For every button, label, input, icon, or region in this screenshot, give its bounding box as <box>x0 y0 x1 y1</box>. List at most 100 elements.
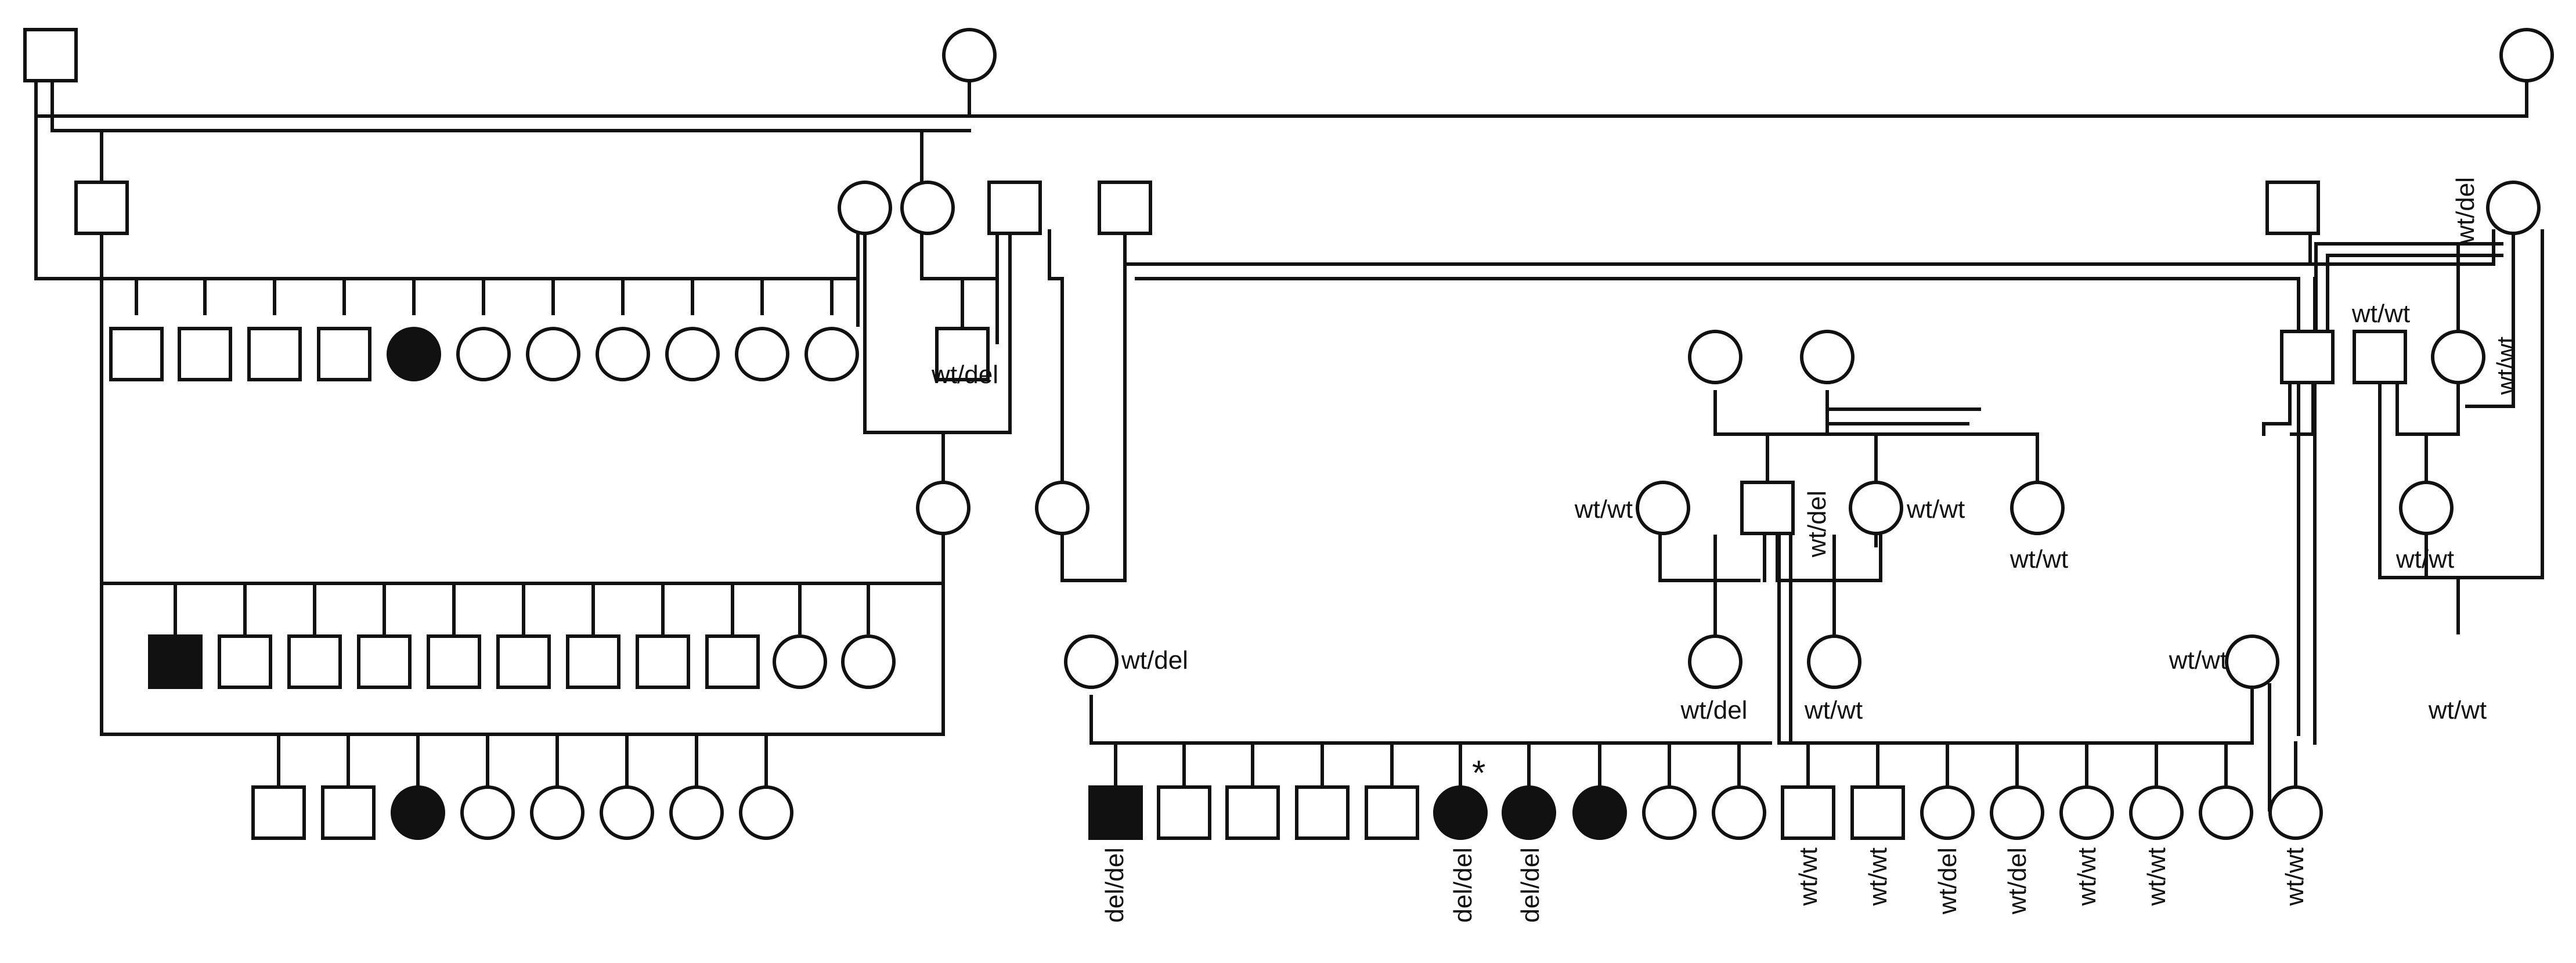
unaffected-male-symbol <box>74 181 129 235</box>
unaffected-male-symbol <box>1365 785 1419 840</box>
affected-female-symbol <box>387 327 441 381</box>
unaffected-female-symbol <box>1990 785 2044 840</box>
genotype-label: wt/wt <box>1794 847 1823 906</box>
unaffected-male-symbol <box>178 327 232 381</box>
genotype-label: wt/wt <box>2142 847 2171 906</box>
unaffected-female-symbol <box>600 785 654 840</box>
genotype-label: wt/wt <box>2492 337 2520 395</box>
genotype-label: wt/wt <box>2395 545 2454 574</box>
unaffected-female-symbol <box>1064 634 1119 689</box>
unaffected-female-symbol <box>2199 785 2253 840</box>
unaffected-male-symbol <box>1781 785 1835 840</box>
unaffected-male-symbol <box>1740 481 1795 535</box>
genotype-label: wt/del <box>1803 490 1831 558</box>
genotype-label: wt/del <box>2451 177 2480 244</box>
unaffected-male-symbol <box>987 181 1042 235</box>
unaffected-male-symbol <box>1157 785 1211 840</box>
unaffected-female-symbol <box>900 181 955 235</box>
unaffected-female-symbol <box>1688 330 1742 384</box>
unaffected-female-symbol <box>1642 785 1697 840</box>
affected-female-symbol <box>1572 785 1627 840</box>
unaffected-male-symbol <box>1850 785 1905 840</box>
unaffected-male-symbol <box>251 785 306 840</box>
unaffected-male-symbol <box>427 634 481 689</box>
unaffected-female-symbol <box>665 327 720 381</box>
genotype-label: wt/wt <box>1804 696 1863 724</box>
unaffected-female-symbol <box>2268 785 2323 840</box>
proband-marker: * <box>1472 753 1485 792</box>
genotype-label: wt/wt <box>2281 847 2309 906</box>
genotype-label: wt/wt <box>2073 847 2101 906</box>
genotype-label: wt/wt <box>2351 300 2410 328</box>
unaffected-male-symbol <box>247 327 302 381</box>
unaffected-female-symbol <box>739 785 793 840</box>
unaffected-male-symbol <box>705 634 760 689</box>
unaffected-female-symbol <box>669 785 724 840</box>
genotype-label: wt/wt <box>2428 696 2487 724</box>
genotype-label: wt/del <box>931 360 998 389</box>
unaffected-female-symbol <box>2225 634 2279 689</box>
affected-male-symbol <box>1088 785 1143 840</box>
unaffected-male-symbol <box>2280 330 2335 384</box>
unaffected-male-symbol <box>2265 181 2320 235</box>
unaffected-female-symbol <box>2059 785 2114 840</box>
genotype-label: wt/del <box>1933 847 1962 915</box>
relationship-lines <box>34 53 2544 811</box>
unaffected-female-symbol <box>2499 28 2554 82</box>
unaffected-female-symbol <box>530 785 585 840</box>
unaffected-male-symbol <box>23 28 78 82</box>
unaffected-female-symbol <box>1712 785 1766 840</box>
affected-female-symbol <box>1433 785 1488 840</box>
unaffected-male-symbol <box>109 327 164 381</box>
unaffected-male-symbol <box>1225 785 1280 840</box>
unaffected-female-symbol <box>2010 481 2065 535</box>
unaffected-male-symbol <box>496 634 551 689</box>
genotype-label: wt/wt <box>1906 495 1965 524</box>
affected-female-symbol <box>1502 785 1556 840</box>
unaffected-male-symbol <box>357 634 412 689</box>
unaffected-female-symbol <box>773 634 827 689</box>
unaffected-female-symbol <box>1035 481 1089 535</box>
unaffected-female-symbol <box>1800 330 1855 384</box>
genotype-label: wt/del <box>2003 847 2032 915</box>
unaffected-female-symbol <box>460 785 515 840</box>
unaffected-male-symbol <box>218 634 272 689</box>
unaffected-female-symbol <box>526 327 580 381</box>
unaffected-female-symbol <box>1807 634 1861 689</box>
genotype-label: wt/wt <box>2169 646 2227 675</box>
unaffected-female-symbol <box>838 181 892 235</box>
unaffected-female-symbol <box>916 481 970 535</box>
unaffected-female-symbol <box>1849 481 1903 535</box>
unaffected-female-symbol <box>2431 330 2485 384</box>
individual-symbols <box>23 28 2554 840</box>
genotype-label: wt/del <box>1680 696 1748 724</box>
affected-female-symbol <box>391 785 445 840</box>
unaffected-female-symbol <box>2399 481 2454 535</box>
unaffected-female-symbol <box>1920 785 1975 840</box>
unaffected-male-symbol <box>1295 785 1350 840</box>
unaffected-male-symbol <box>566 634 620 689</box>
genotype-label: wt/wt <box>1864 847 1892 906</box>
unaffected-female-symbol <box>596 327 650 381</box>
unaffected-female-symbol <box>1688 634 1742 689</box>
unaffected-female-symbol <box>942 28 997 82</box>
unaffected-male-symbol <box>2353 330 2407 384</box>
unaffected-male-symbol <box>935 327 990 381</box>
genotype-label: del/del <box>1516 847 1545 923</box>
genotype-label: del/del <box>1101 847 1129 923</box>
genotype-label: wt/del <box>1121 646 1188 675</box>
genotype-label: wt/wt <box>2009 545 2068 574</box>
unaffected-male-symbol <box>287 634 342 689</box>
unaffected-male-symbol <box>636 634 690 689</box>
unaffected-female-symbol <box>2129 785 2184 840</box>
unaffected-female-symbol <box>804 327 859 381</box>
unaffected-female-symbol <box>456 327 511 381</box>
genotype-labels: wt/del wt/del wt/wt wt/wt wt/wt wt/del w… <box>931 177 2520 923</box>
unaffected-male-symbol <box>1098 181 1152 235</box>
unaffected-male-symbol <box>321 785 376 840</box>
unaffected-female-symbol <box>2486 181 2541 235</box>
genotype-label: wt/wt <box>1574 495 1633 524</box>
genotype-label: del/del <box>1449 847 1477 923</box>
affected-male-symbol <box>148 634 203 689</box>
